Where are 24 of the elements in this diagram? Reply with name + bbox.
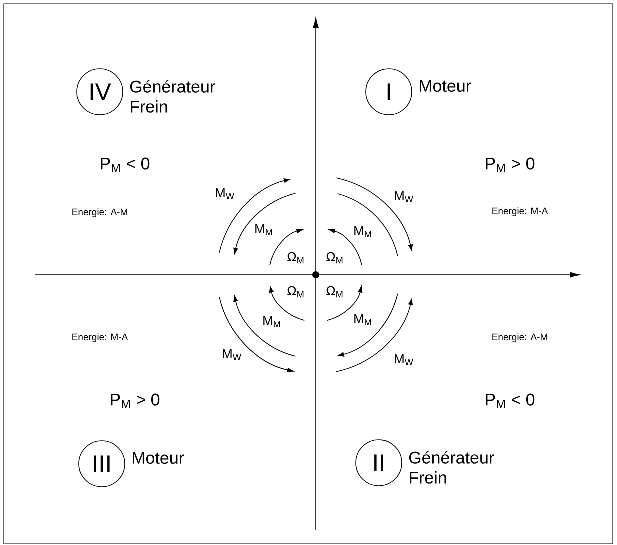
- power-label: P$_{M}$ > 0: [111, 394, 160, 408]
- torque-label: M$_{W}$: [395, 354, 414, 366]
- torque-label: Ω$_{M}$: [288, 252, 304, 264]
- torque-label: Ω$_{M}$: [326, 286, 343, 298]
- mode-label: Moteur: [133, 452, 184, 464]
- torque-label: M$_{M}$: [264, 316, 280, 328]
- energy-label: Energie: M-A: [492, 208, 548, 216]
- energy-label: Energie: M-A: [72, 334, 128, 342]
- torque-label: M$_{M}$: [354, 314, 372, 326]
- energy-label: Energie: A-M: [492, 334, 548, 342]
- torque-label: M$_{M}$: [354, 226, 372, 238]
- torque-label: M$_{M}$: [256, 224, 272, 236]
- power-label: P$_{M}$ < 0: [101, 158, 150, 172]
- torque-label: M$_{W}$: [395, 191, 414, 203]
- energy-label: Energie: A-M: [72, 208, 128, 218]
- torque-label: Ω$_{M}$: [326, 252, 343, 264]
- power-label: P$_{M}$ < 0: [486, 394, 535, 408]
- torque-label: M$_{W}$: [223, 349, 242, 361]
- mode-label: Générateur Frein: [130, 80, 216, 113]
- torque-label: M$_{W}$: [216, 188, 234, 200]
- mode-label: Générateur Frein: [409, 451, 494, 484]
- power-label: P$_{M}$ > 0: [486, 158, 535, 172]
- mode-label: Moteur: [420, 80, 472, 92]
- torque-label: Ω$_{M}$: [288, 286, 304, 298]
